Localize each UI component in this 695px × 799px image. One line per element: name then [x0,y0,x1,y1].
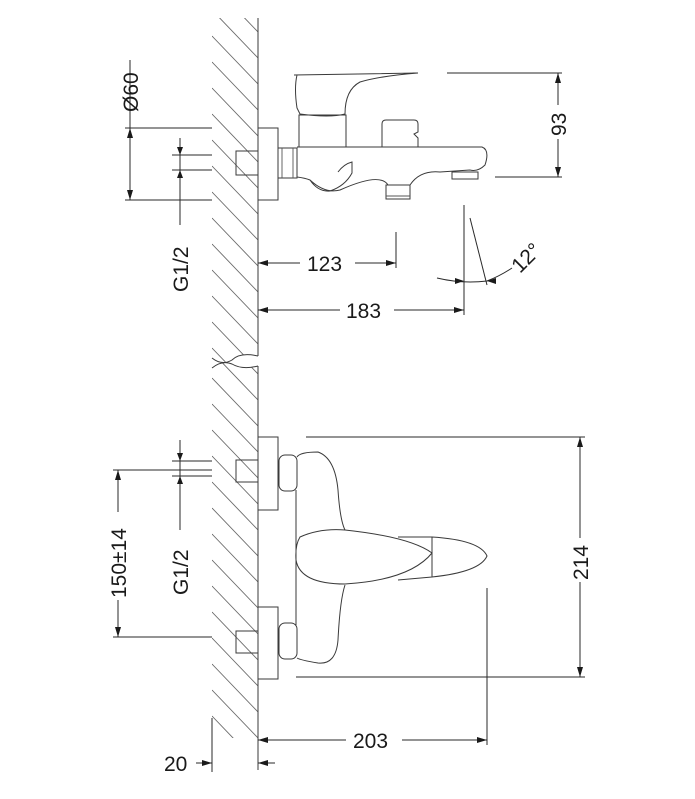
hatch-line [212,321,258,363]
hatch-line [212,165,258,215]
hatch-line [212,347,258,363]
dimension-20: 20 [164,718,275,776]
dimension-thread-top: G1/2 [170,138,212,292]
faucet-front-view [235,436,488,680]
dimension-diameter: Ø60 [120,60,212,201]
hatch-line [212,637,258,687]
hatch-line [212,377,258,427]
spout-angle-label: 12° [507,239,546,278]
hatch-line [212,715,258,738]
hatch-line [212,243,258,293]
hatch-line [212,0,258,6]
spout-reach-label: 183 [346,300,381,323]
wall-section-bottom [211,300,259,770]
height-label: 93 [548,113,571,136]
hatch-line [212,18,258,59]
hatch-line [212,559,258,609]
hatch-line [212,689,258,738]
dimension-150: 150±14 [106,469,212,638]
dimension-angle: 12° [436,217,546,286]
diverter-reach-label: 123 [307,253,342,276]
hatch-line [212,455,258,505]
thread-label-bottom: G1/2 [170,549,193,595]
hatch-line [212,663,258,713]
faucet-side-view [235,72,488,201]
hatch-line [212,191,258,241]
wall-section-top [211,0,259,364]
dimension-183: 183 [258,205,465,323]
centre-distance-label: 150±14 [108,528,131,598]
hatch-line [212,481,258,531]
flange-depth-label: 20 [164,753,187,776]
hatch-line [212,585,258,635]
hatch-line [212,295,258,345]
hatch-line [212,87,258,137]
dimension-height-93: 93 [447,72,571,178]
hatch-line [212,507,258,557]
hatch-line [212,611,258,661]
hatch-line [212,35,258,85]
total-height-label: 214 [570,545,593,580]
hatch-line [212,139,258,189]
hatch-line [212,61,258,111]
dimension-214: 214 [296,436,593,678]
dimension-thread-bottom: G1/2 [170,440,212,595]
thread-label-top: G1/2 [170,246,193,292]
projection-label: 203 [353,730,388,753]
hatch-line [212,403,258,453]
hatch-line [212,533,258,583]
hatch-line [212,113,258,163]
diameter-label: Ø60 [120,72,143,112]
dimension-203: 203 [258,588,488,753]
hatch-line [212,362,258,401]
dimension-123: 123 [258,232,397,276]
hatch-line [212,429,258,479]
hatch-line [212,300,258,348]
hatch-line [212,269,258,319]
hatch-line [212,18,258,33]
hatch-line [212,217,258,267]
